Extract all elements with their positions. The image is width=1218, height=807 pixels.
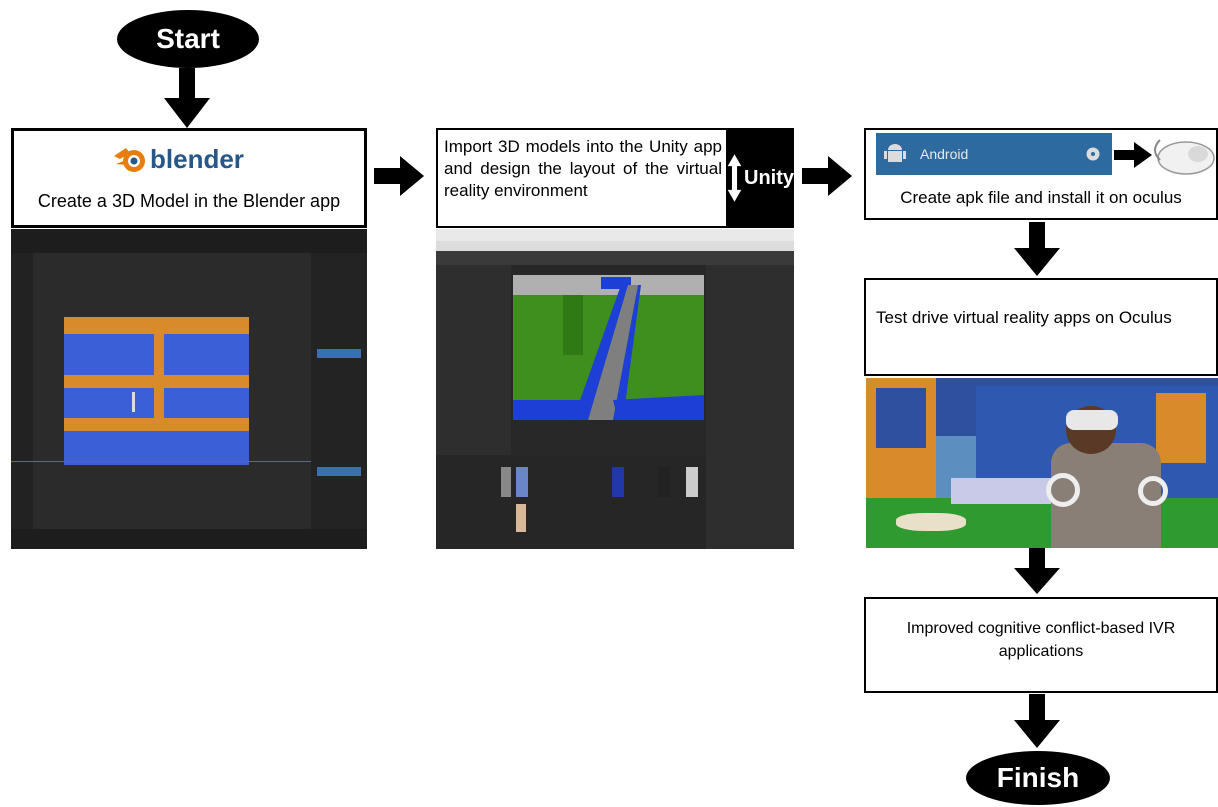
unity-logo-text: Unity — [744, 166, 794, 189]
android-banner-label: Android — [920, 146, 969, 162]
oculus-headset-icon — [1154, 139, 1215, 175]
vr-test-photo — [866, 378, 1218, 548]
start-terminal: Start — [117, 10, 259, 68]
arrow-to-headset-icon — [1114, 142, 1152, 168]
android-icon — [884, 144, 906, 162]
unity-logo: Unity — [726, 130, 794, 226]
arrow-unity-to-apk — [802, 156, 852, 196]
unity-logo-icon — [727, 154, 742, 202]
blender-logo-icon — [114, 148, 145, 172]
unity-step-box: Import 3D models into the Unity app and … — [436, 128, 794, 228]
arrow-start-to-blender — [164, 68, 210, 128]
apk-caption: Create apk file and install it on oculus — [900, 188, 1182, 207]
blender-logo-text: blender — [150, 143, 244, 174]
start-label: Start — [156, 23, 220, 54]
android-banner: Android — [876, 133, 1112, 175]
blender-step-box: blender Create a 3D Model in the Blender… — [11, 128, 367, 228]
arrow-test-to-improved — [1014, 548, 1060, 594]
arrow-apk-to-test — [1014, 222, 1060, 276]
blender-logo: blender — [112, 141, 272, 177]
arrow-improved-to-finish — [1014, 694, 1060, 748]
test-step-text: Test drive virtual reality apps on Oculu… — [876, 308, 1172, 327]
unity-screenshot — [436, 229, 794, 549]
improved-step-box: Improved cognitive conflict-based IVR ap… — [864, 597, 1218, 693]
unity-step-text: Import 3D models into the Unity app and … — [444, 137, 722, 200]
blender-caption: Create a 3D Model in the Blender app — [37, 191, 341, 211]
finish-label: Finish — [996, 762, 1080, 793]
arrow-blender-to-unity — [374, 156, 424, 196]
blender-screenshot — [11, 229, 367, 549]
improved-step-text: Improved cognitive conflict-based IVR ap… — [906, 620, 1176, 660]
radiation-icon — [1086, 147, 1100, 161]
test-step-box: Test drive virtual reality apps on Oculu… — [864, 278, 1218, 376]
finish-terminal: Finish — [966, 751, 1110, 805]
apk-step-box: Android Create apk file and install it o… — [864, 128, 1218, 220]
